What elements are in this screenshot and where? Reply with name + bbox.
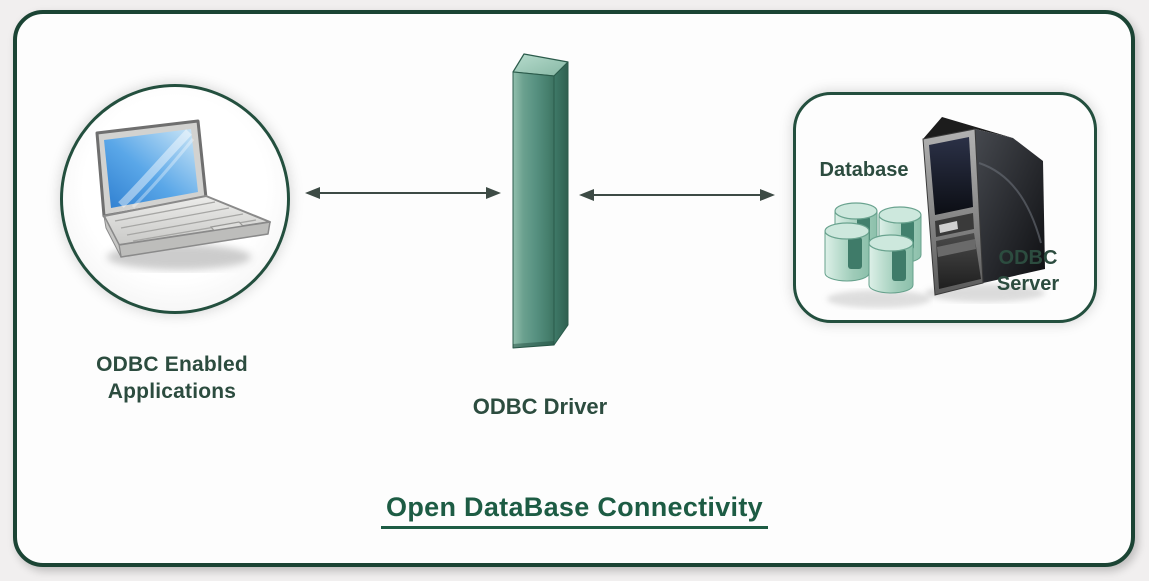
database-label: Database [819,159,909,181]
server-label-line2: Server [996,273,1060,295]
arrow-applications-driver [305,187,501,199]
database-cylinders-icon [824,202,931,308]
applications-circle [60,84,290,314]
server-label-line1: ODBC [998,247,1058,269]
server-tower-icon [922,117,1045,302]
server-label: ODBC Server [968,245,1088,297]
diagram-title: Open DataBase Connectivity [381,492,768,529]
applications-label: ODBC Enabled Applications [22,351,322,405]
diagram-title-row: Open DataBase Connectivity [0,492,1149,529]
applications-label-line1: ODBC Enabled [96,353,248,376]
arrow-driver-server [579,189,775,201]
applications-label-line2: Applications [107,380,237,403]
driver-label: ODBC Driver [472,394,608,419]
server-box: Database [793,92,1097,323]
driver-slab-icon [512,53,569,349]
laptop-icon [95,119,271,270]
